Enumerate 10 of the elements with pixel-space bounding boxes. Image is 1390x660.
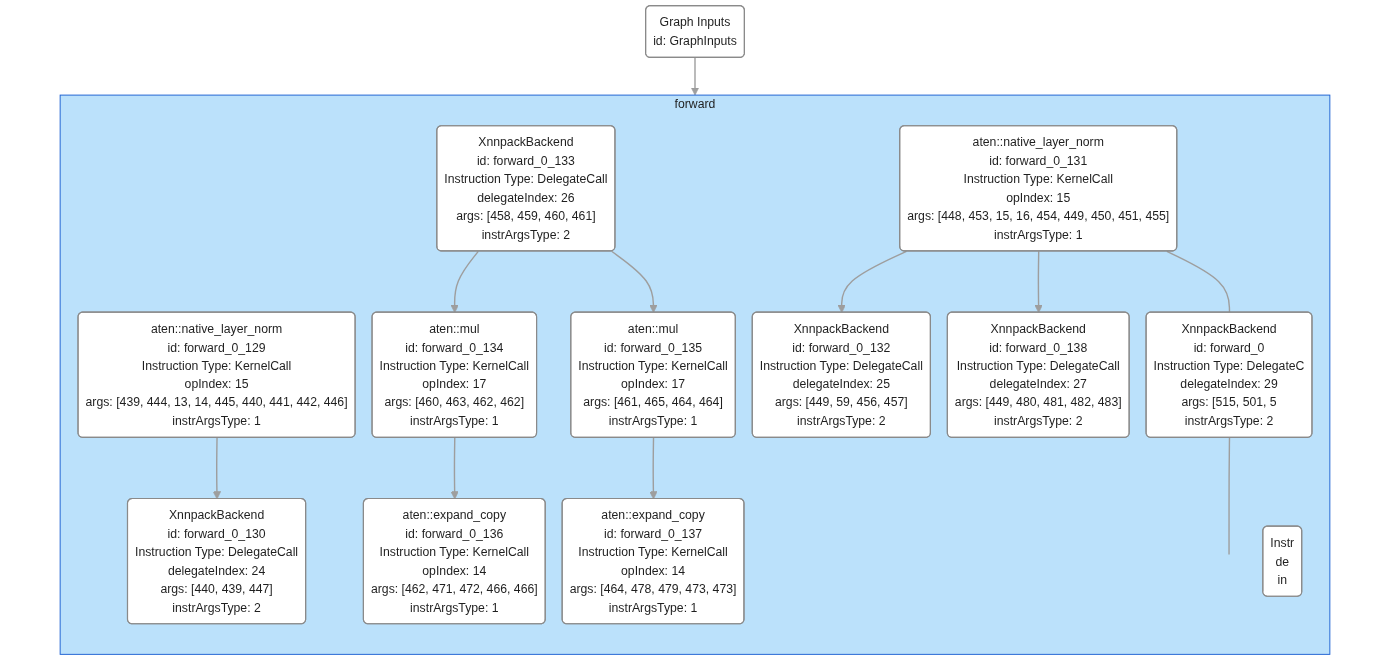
arrow bbox=[450, 250, 479, 313]
arrow bbox=[1034, 250, 1043, 313]
arrow bbox=[212, 437, 222, 500]
connector bbox=[1166, 250, 1231, 314]
connector bbox=[1228, 437, 1231, 556]
arrow bbox=[837, 250, 908, 313]
arrow bbox=[649, 437, 658, 500]
arrow bbox=[690, 56, 700, 96]
arrow bbox=[610, 250, 658, 313]
arrow bbox=[450, 437, 459, 500]
